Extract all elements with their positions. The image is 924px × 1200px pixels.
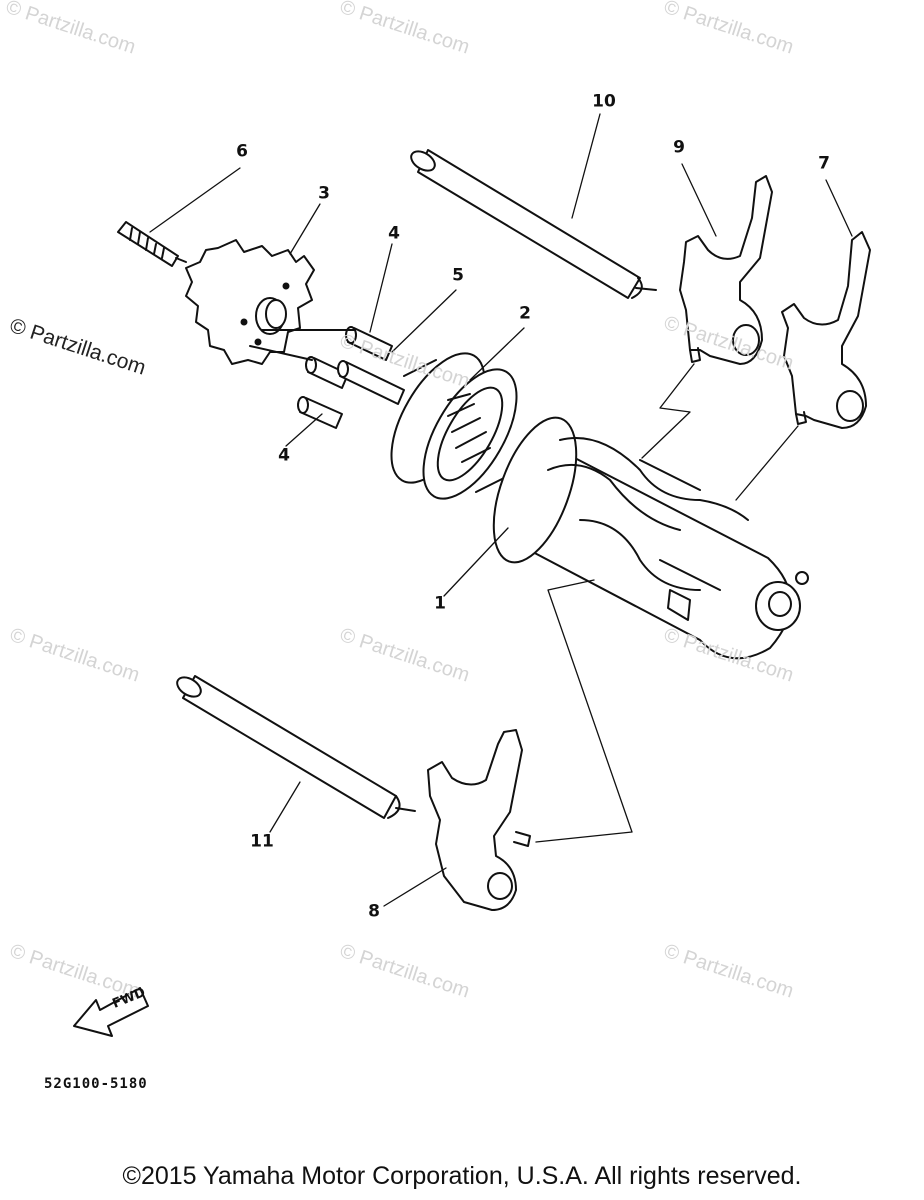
callout-5: 5: [452, 265, 464, 286]
callout-7: 7: [818, 153, 830, 174]
callout-9: 9: [673, 137, 685, 158]
callout-1: 1: [434, 593, 446, 614]
shift-fork-8: [427, 729, 531, 911]
callout-6: 6: [236, 141, 248, 162]
needle-bearing: [390, 352, 518, 500]
callout-8: 8: [368, 901, 380, 922]
shift-fork-9: [679, 175, 773, 365]
callout-4-bottom: 4: [278, 445, 290, 466]
copyright-notice: ©2015 Yamaha Motor Corporation, U.S.A. A…: [122, 1162, 802, 1190]
callout-10: 10: [592, 91, 616, 112]
callout-11: 11: [250, 831, 274, 852]
callout-3: 3: [318, 183, 330, 204]
fwd-arrow-icon: [73, 987, 149, 1037]
segment-bolt: [117, 221, 187, 267]
shift-rod-upper: [410, 149, 657, 299]
shift-segment: [185, 239, 315, 365]
leader-lines: [149, 113, 853, 907]
shift-rod-lower: [176, 675, 416, 819]
shift-drum: [492, 416, 809, 660]
shift-fork-7: [781, 231, 871, 429]
segment-pins: [249, 326, 405, 429]
callout-2: 2: [519, 303, 531, 324]
callout-4-top: 4: [388, 223, 400, 244]
diagram-code: 52G100-5180: [44, 1076, 148, 1092]
